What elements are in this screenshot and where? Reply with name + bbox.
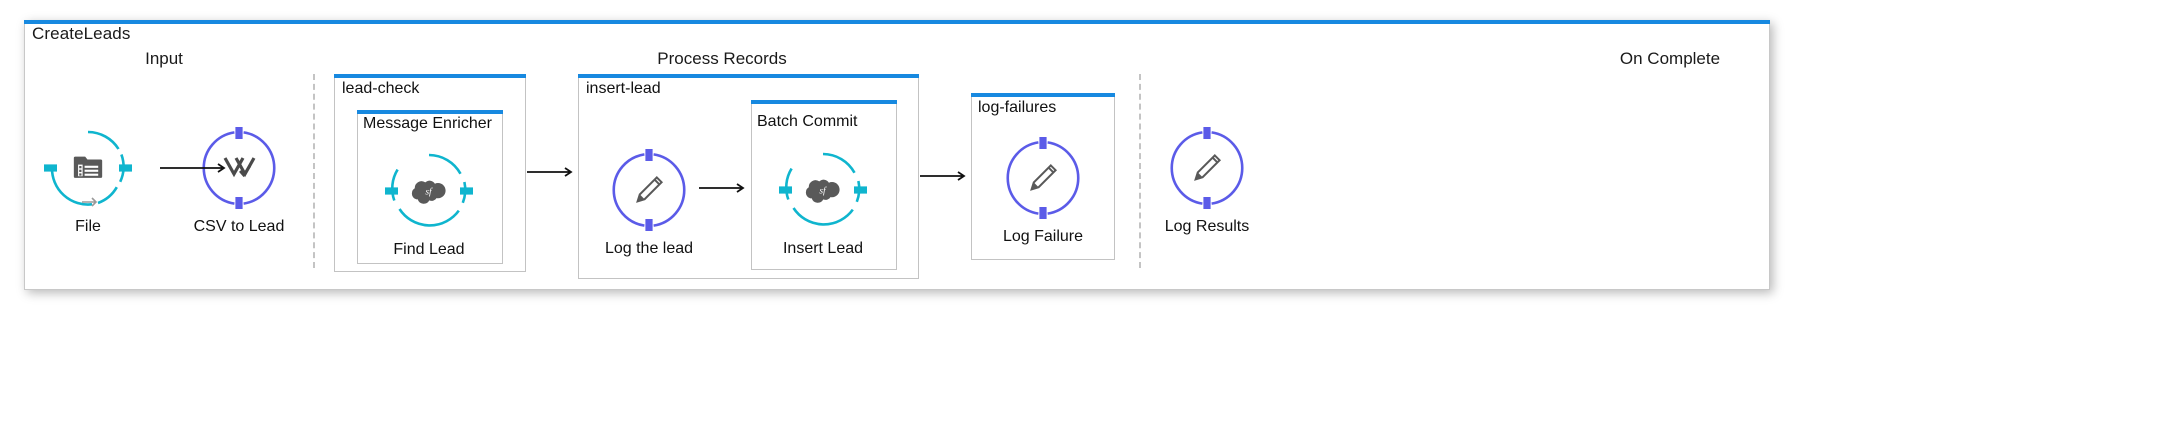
inbound-arrow-icon bbox=[80, 194, 102, 210]
node-ring-cyan bbox=[779, 150, 867, 230]
arrow-logthelead-to-batchcommit bbox=[699, 182, 751, 194]
svg-text:sf: sf bbox=[819, 185, 827, 196]
section-divider-on-complete bbox=[1139, 74, 1141, 268]
arrow-insertlead-to-logfailures bbox=[920, 170, 972, 182]
flow-accent-bar bbox=[24, 20, 1770, 24]
scope-accent-log-failures bbox=[971, 93, 1115, 97]
salesforce-icon: sf bbox=[409, 171, 449, 211]
arrow-file-to-csv bbox=[160, 162, 232, 174]
scope-accent-batch-commit bbox=[751, 100, 897, 104]
node-label-insert-lead: Insert Lead bbox=[782, 240, 864, 257]
node-ring-purple bbox=[609, 149, 689, 231]
salesforce-icon: sf bbox=[803, 170, 843, 210]
logger-pencil-icon bbox=[1023, 158, 1063, 198]
section-label-input: Input bbox=[145, 49, 183, 68]
node-ring-purple bbox=[1003, 137, 1083, 219]
scope-accent-lead-check bbox=[334, 74, 526, 78]
node-label-log-results: Log Results bbox=[1164, 218, 1250, 235]
section-label-on-complete: On Complete bbox=[1619, 49, 1721, 68]
node-label-file: File bbox=[75, 218, 101, 235]
node-label-log-failure: Log Failure bbox=[1002, 228, 1084, 245]
flow-title: CreateLeads bbox=[32, 24, 131, 43]
transform-icon bbox=[219, 148, 259, 188]
section-label-process-records: Process Records bbox=[657, 49, 787, 68]
scope-title-lead-check: lead-check bbox=[342, 80, 420, 97]
section-divider-input bbox=[313, 74, 315, 268]
scope-title-message-enricher: Message Enricher bbox=[363, 115, 492, 132]
node-label-csv-to-lead: CSV to Lead bbox=[193, 218, 285, 235]
svg-text:sf: sf bbox=[425, 186, 433, 197]
logger-pencil-icon bbox=[1187, 148, 1227, 188]
scope-title-batch-commit: Batch Commit bbox=[757, 113, 858, 130]
scope-title-log-failures: log-failures bbox=[978, 99, 1057, 116]
node-label-find-lead: Find Lead bbox=[393, 241, 465, 258]
scope-accent-insert-lead bbox=[578, 74, 919, 78]
node-ring-cyan bbox=[44, 128, 132, 208]
logger-pencil-icon bbox=[629, 170, 669, 210]
file-listener-icon bbox=[68, 148, 108, 188]
arrow-leadcheck-to-insertlead bbox=[527, 166, 579, 178]
node-ring-purple bbox=[1167, 127, 1247, 209]
node-label-log-the-lead: Log the lead bbox=[604, 240, 694, 257]
scope-accent-message-enricher bbox=[357, 110, 503, 114]
scope-title-insert-lead: insert-lead bbox=[586, 80, 661, 97]
node-ring-cyan bbox=[385, 151, 473, 231]
